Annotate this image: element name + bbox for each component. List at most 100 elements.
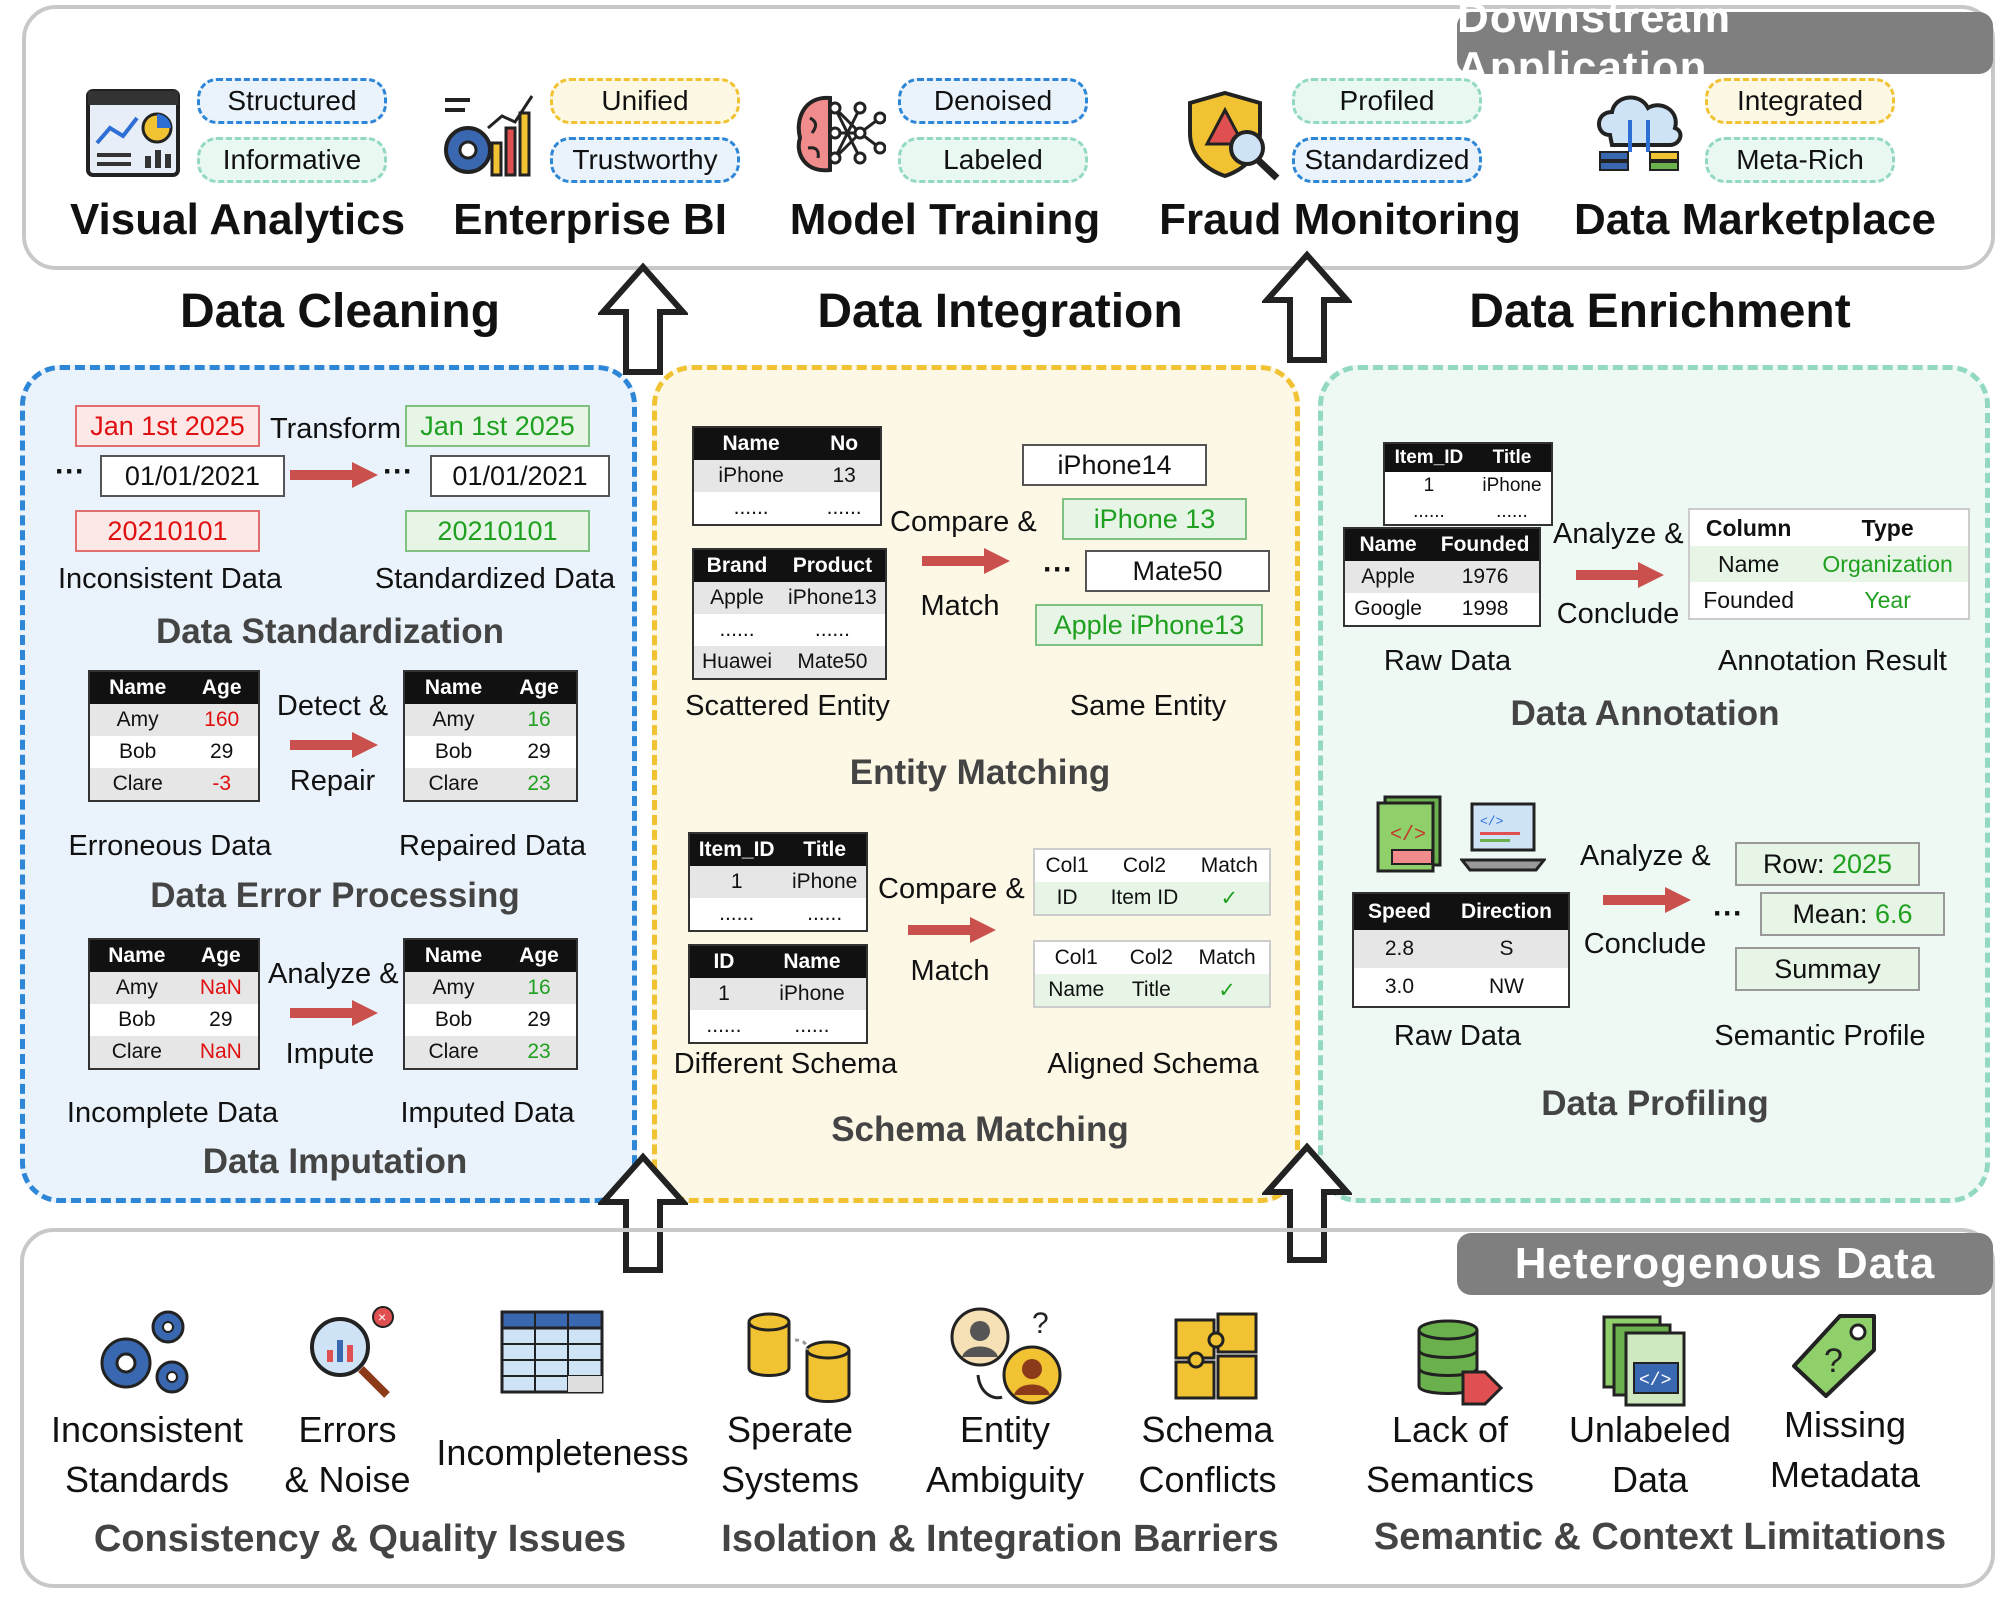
entity-iphone14: iPhone14	[1022, 444, 1207, 486]
tag-integrated: Integrated	[1705, 78, 1895, 124]
visual-analytics-icon	[86, 89, 180, 177]
col-header: Title	[783, 833, 867, 866]
cell: ......	[693, 492, 809, 525]
svg-text:?: ?	[1824, 1342, 1843, 1380]
cell: 29	[502, 736, 577, 768]
tag-unified: Unified	[550, 78, 740, 124]
cell: 2.8	[1353, 930, 1445, 968]
right-arrow-icon	[290, 1000, 378, 1026]
app-title-enterprise-bi: Enterprise BI	[453, 195, 727, 244]
col-header: Brand	[693, 549, 781, 582]
col-header: Title	[1472, 443, 1552, 472]
repair-label: Repair	[289, 765, 376, 797]
right-arrow-icon	[290, 462, 378, 488]
right-arrow-icon	[922, 548, 1010, 574]
data-standardization-title: Data Standardization	[155, 612, 505, 651]
right-arrow-icon	[1576, 562, 1664, 588]
standardized-date-2: 01/01/2021	[430, 455, 610, 497]
same-entity-label: Same Entity	[1069, 690, 1227, 722]
code-files-icon: </>	[1602, 1315, 1686, 1407]
compare-label: Compare &	[890, 506, 1037, 538]
cell: Amy	[404, 972, 503, 1004]
section-title-integration: Data Integration	[817, 285, 1183, 338]
svg-text:×: ×	[378, 1309, 386, 1325]
svg-text:?: ?	[1032, 1307, 1049, 1340]
cell: 16	[502, 704, 577, 736]
item-incompleteness: Incompleteness	[436, 1432, 689, 1473]
tag-standardized: Standardized	[1292, 137, 1482, 183]
col-header: Name	[757, 945, 867, 978]
detect-label: Detect &	[276, 690, 389, 722]
right-arrow-icon	[908, 917, 996, 943]
cell: Bob	[404, 736, 503, 768]
compare-label: Compare &	[878, 873, 1025, 905]
fraud-shield-icon	[1188, 90, 1280, 181]
tag-profiled: Profiled	[1292, 78, 1482, 124]
cell: ......	[808, 492, 881, 525]
right-arrow-icon	[290, 732, 378, 758]
cell: Amy	[89, 972, 184, 1004]
entity-apple-iphone13: Apple iPhone13	[1035, 604, 1263, 646]
tag-informative: Informative	[197, 137, 387, 183]
brain-network-icon	[796, 95, 886, 173]
cell: S	[1444, 930, 1569, 968]
repaired-data-label: Repaired Data	[399, 830, 586, 862]
cell: ID	[1034, 882, 1100, 915]
analyze-label: Analyze &	[1580, 840, 1711, 872]
app-title-visual-analytics: Visual Analytics	[70, 195, 406, 244]
profile-row: Row: 2025	[1735, 842, 1920, 886]
up-arrow-icon	[598, 1152, 688, 1273]
cell: 1	[689, 866, 784, 898]
col-header: Direction	[1444, 893, 1569, 930]
category-semantic-context: Semantic & Context Limitations	[1373, 1516, 1947, 1558]
col-header: Col1	[1034, 849, 1100, 882]
cell: NW	[1444, 968, 1569, 1007]
check-icon: ✓	[1185, 974, 1270, 1007]
cell: 1976	[1431, 561, 1540, 593]
databases-icon	[747, 1312, 851, 1403]
laptop-code-icon: </>	[1460, 802, 1546, 872]
database-tag-icon	[1417, 1319, 1504, 1406]
standardized-date-3: 20210101	[405, 510, 590, 552]
puzzle-icon	[1174, 1312, 1258, 1400]
cell: iPhone	[1472, 472, 1552, 500]
gears-icon	[100, 1310, 189, 1394]
category-consistency-quality: Consistency & Quality Issues	[93, 1518, 627, 1560]
cell: 160	[185, 704, 259, 736]
cell: Mate50	[780, 646, 886, 679]
data-profiling-title: Data Profiling	[1541, 1084, 1769, 1123]
col-header: Age	[502, 939, 577, 972]
entity-matching-title: Entity Matching	[849, 753, 1111, 792]
col-header: Speed	[1353, 893, 1445, 930]
conclude-label: Conclude	[1556, 598, 1680, 630]
check-icon: ✓	[1189, 882, 1270, 915]
ellipsis: ···	[55, 455, 85, 488]
impute-label: Impute	[285, 1038, 375, 1070]
cell: 1	[689, 978, 758, 1010]
cell: Item ID	[1099, 882, 1190, 915]
cell: Bob	[89, 736, 186, 768]
col-header: Name	[404, 671, 503, 704]
cell: 23	[502, 1036, 577, 1069]
cell: 1998	[1431, 593, 1540, 626]
col-header: Item_ID	[689, 833, 784, 866]
people-question-icon: ?	[950, 1307, 1062, 1405]
col-header: Name	[89, 671, 186, 704]
app-title-fraud-monitoring: Fraud Monitoring	[1159, 195, 1521, 244]
cell: Huawei	[693, 646, 781, 679]
ellipsis: ···	[1713, 897, 1743, 930]
col-header: Match	[1189, 849, 1270, 882]
aligned-schema-label: Aligned Schema	[1047, 1048, 1259, 1080]
cell: Title	[1117, 974, 1186, 1007]
